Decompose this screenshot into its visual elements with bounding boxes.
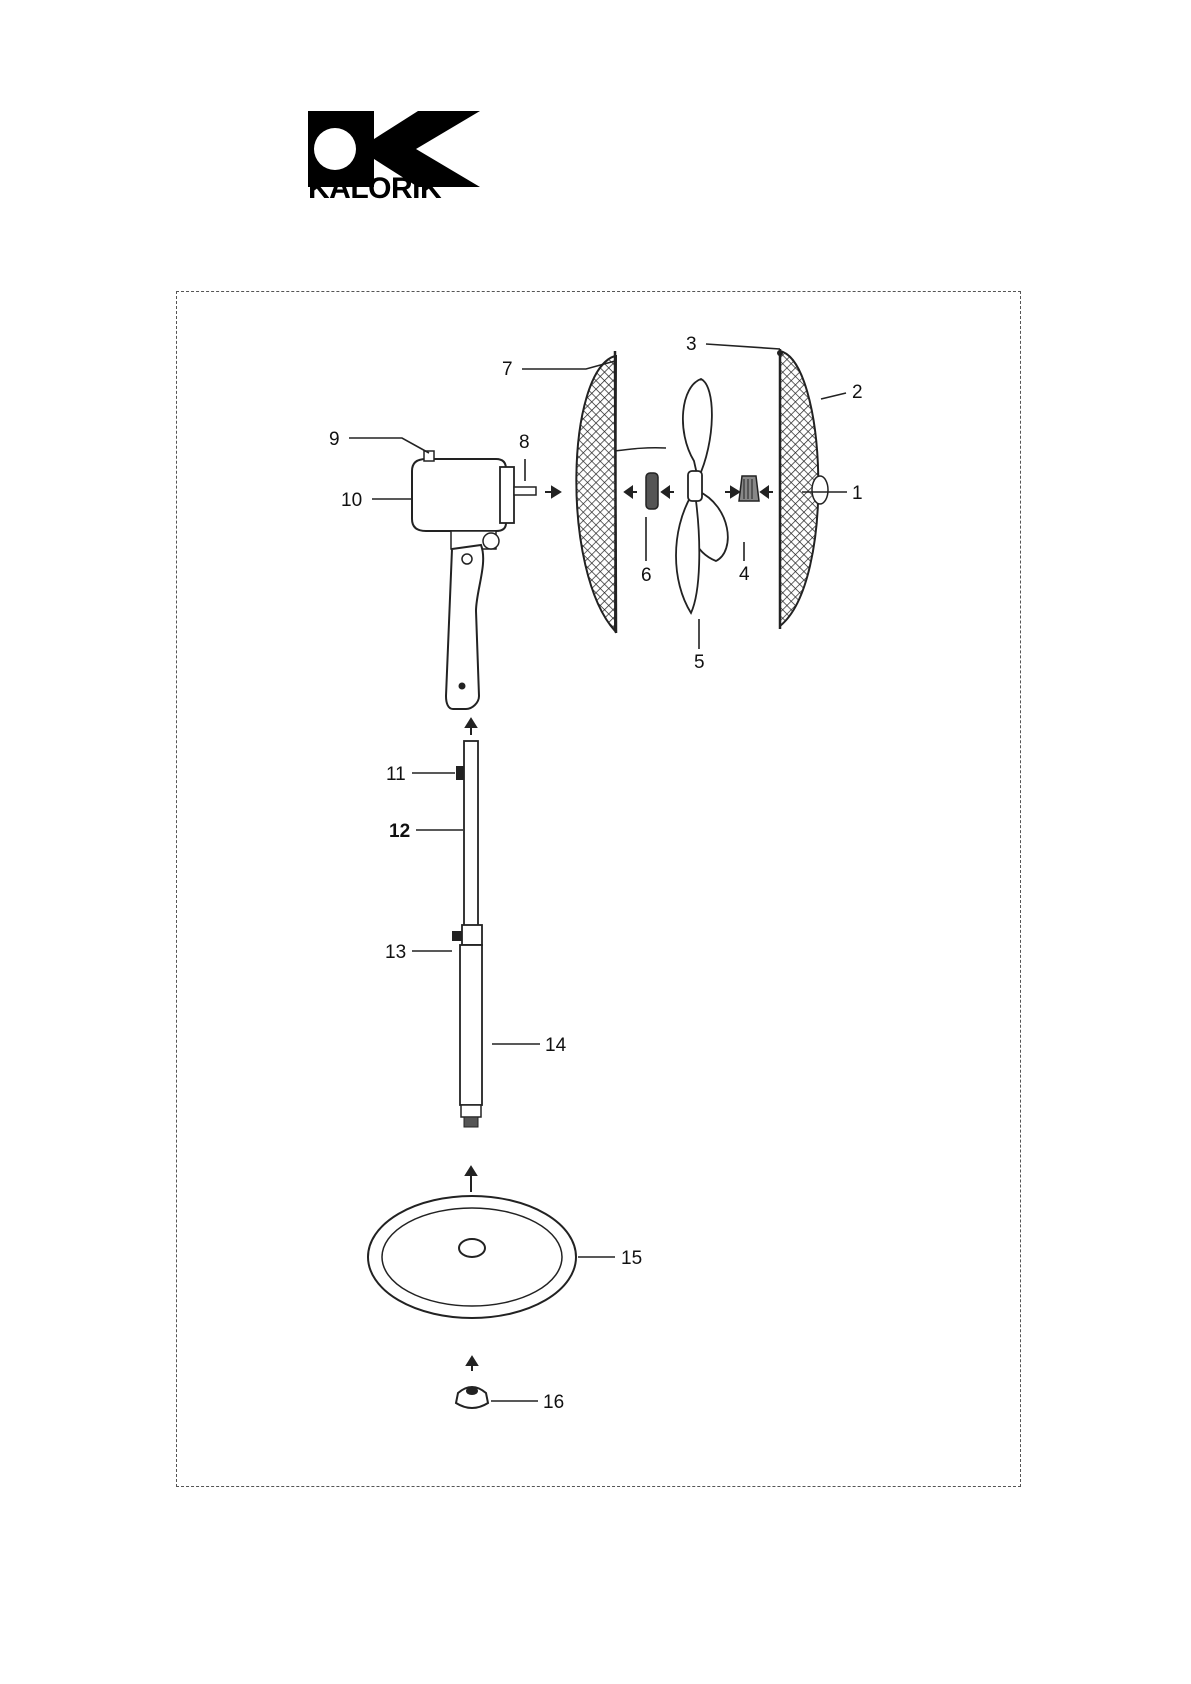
callout-16: 16	[543, 1392, 564, 1413]
exploded-view-diagram: 1 2 3 4 5 6 7 8 9 10 11 12 13 14 15 16	[176, 291, 1021, 1487]
callout-15: 15	[621, 1248, 642, 1269]
callout-2: 2	[852, 382, 863, 403]
lower-pole	[452, 925, 482, 1127]
motor-bracket-arm	[446, 545, 483, 709]
callout-10: 10	[341, 490, 362, 511]
front-grill	[777, 349, 828, 629]
callout-12: 12	[389, 821, 410, 842]
base-nut	[456, 1387, 488, 1408]
callout-3: 3	[686, 334, 697, 355]
callout-11: 11	[386, 764, 406, 785]
callout-4: 4	[739, 564, 750, 585]
callout-5: 5	[694, 652, 705, 673]
blade-nut	[646, 473, 658, 509]
upper-pole	[456, 741, 478, 931]
motor-housing	[412, 451, 536, 549]
callout-14: 14	[545, 1035, 567, 1056]
callout-8: 8	[519, 432, 530, 453]
callout-13: 13	[385, 942, 406, 963]
round-base	[368, 1196, 576, 1318]
callout-6: 6	[641, 565, 652, 586]
callout-7: 7	[502, 359, 513, 380]
fan-blade	[676, 379, 728, 613]
callout-9: 9	[329, 429, 340, 450]
brand-name: KALORIK	[308, 172, 480, 206]
callout-1: 1	[852, 483, 863, 504]
spinner-cap	[739, 476, 759, 501]
